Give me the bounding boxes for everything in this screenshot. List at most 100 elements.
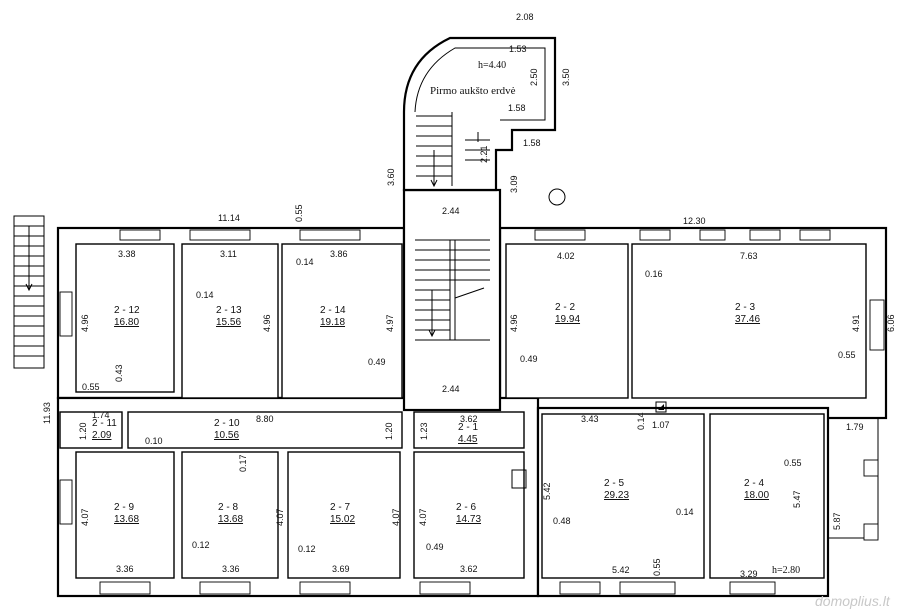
room-labels: 2 - 12 16.80 2 - 13 15.56 2 - 14 19.18 2… <box>92 302 769 525</box>
room-area: 18.00 <box>744 490 769 501</box>
dimension: 0.48 <box>553 516 571 526</box>
dimension: 0.14 <box>196 290 214 300</box>
dimension: 0.17 <box>238 454 248 472</box>
dimension: 3.11 <box>220 249 237 259</box>
room-area: 13.68 <box>114 514 139 525</box>
dimension: 5.42 <box>612 565 630 575</box>
dimension: 0.55 <box>652 558 662 576</box>
dimension: 4.96 <box>80 314 90 332</box>
dimension: 6.06 <box>886 314 896 332</box>
central-stair <box>415 239 490 341</box>
room-label: 2 - 7 <box>330 502 350 513</box>
dimension: 0.10 <box>145 436 163 446</box>
dimension: 3.38 <box>118 249 136 259</box>
room-label: 2 - 9 <box>114 502 134 513</box>
dimension: 7.63 <box>740 251 758 261</box>
dimension: 1.07 <box>652 420 670 430</box>
dimension: 12.30 <box>683 216 706 226</box>
dimension: 3.62 <box>460 414 478 424</box>
dimension: 2.44 <box>442 206 460 216</box>
stair-height-label: h=4.40 <box>478 60 506 71</box>
dimension: 0.12 <box>298 544 316 554</box>
dimension: 0.49 <box>368 357 386 367</box>
interior-rooms <box>59 243 867 579</box>
dimension: 3.69 <box>332 564 350 574</box>
dimension: 0.49 <box>520 354 538 364</box>
room-area: 19.94 <box>555 314 580 325</box>
room-label: 2 - 12 <box>114 305 140 316</box>
dimension: 11.93 <box>42 402 52 424</box>
exterior-stair-left <box>13 215 45 369</box>
room-area: 15.56 <box>216 317 241 328</box>
dimension: 3.29 <box>740 569 758 579</box>
dimension: 4.07 <box>275 508 285 526</box>
dimension: 2.08 <box>516 12 534 22</box>
dimension: 0.16 <box>645 269 663 279</box>
room-label: 2 - 8 <box>218 502 238 513</box>
dimension: 3.86 <box>330 249 348 259</box>
dimension: 5.87 <box>832 512 842 530</box>
room-label: 2 - 13 <box>216 305 242 316</box>
dimension: 4.97 <box>385 314 395 332</box>
dimension: 0.14 <box>296 257 314 267</box>
room-label: 2 - 1 <box>458 422 478 433</box>
room-area: 16.80 <box>114 317 139 328</box>
dimension: 0.14 <box>636 412 646 430</box>
room-label: 2 - 10 <box>214 418 240 429</box>
dimension: 3.62 <box>460 564 478 574</box>
room-area: 37.46 <box>735 314 760 325</box>
room-label: 2 - 3 <box>735 302 755 313</box>
dimension-labels: 2.08 1.53 2.50 3.50 1.58 1.58 2.21 3.60 … <box>42 12 896 579</box>
dimension: 4.07 <box>418 508 428 526</box>
room-area: 13.68 <box>218 514 243 525</box>
dimension: 1.74 <box>92 410 110 420</box>
room-label: 2 - 4 <box>744 478 764 489</box>
dimension: 0.49 <box>426 542 444 552</box>
dimension: 11.14 <box>218 213 240 223</box>
room-area: 14.73 <box>456 514 481 525</box>
dimension: 1.23 <box>419 422 429 440</box>
dimension: 1.53 <box>509 44 527 54</box>
dimension: 0.55 <box>838 350 856 360</box>
room-label: 2 - 14 <box>320 305 346 316</box>
dimension: 1.20 <box>384 422 394 440</box>
room-label: 2 - 6 <box>456 502 476 513</box>
room-area: 19.18 <box>320 317 345 328</box>
dimension: 0.55 <box>82 382 100 392</box>
dimension: 3.09 <box>509 175 519 193</box>
dimension: 0.43 <box>114 364 124 382</box>
dimension: 1.58 <box>523 138 541 148</box>
room-area: 15.02 <box>330 514 355 525</box>
dimension: 5.42 <box>542 482 552 500</box>
dimension: 4.96 <box>509 314 519 332</box>
dimension: 3.36 <box>222 564 240 574</box>
dimension: 0.12 <box>192 540 210 550</box>
room-label: 2 - 5 <box>604 478 624 489</box>
dimension: 4.96 <box>262 314 272 332</box>
dimension: 2.21 <box>479 145 489 163</box>
dimension: 5.47 <box>792 490 802 508</box>
entrance-tower <box>402 36 557 192</box>
dimension: 3.36 <box>116 564 134 574</box>
room-area: 2.09 <box>92 430 112 441</box>
room-area: 4.45 <box>458 434 478 445</box>
dimension: 1.79 <box>846 422 864 432</box>
dimension: 4.07 <box>391 508 401 526</box>
floor-height-label: h=2.80 <box>772 565 800 576</box>
room-area: 29.23 <box>604 490 629 501</box>
room-label: 2 - 11 <box>92 418 117 429</box>
watermark: domoplius.lt <box>815 593 891 609</box>
windows <box>59 229 885 595</box>
dimension: 2.44 <box>442 384 460 394</box>
dimension: 4.02 <box>557 251 575 261</box>
dimension: 1.20 <box>78 422 88 440</box>
room-label: 2 - 2 <box>555 302 575 313</box>
dimension: 0.55 <box>784 458 802 468</box>
plan-title: Pirmo aukšto erdvė <box>430 85 516 97</box>
dimension: 3.50 <box>561 68 571 86</box>
dimension: 8.80 <box>256 414 274 424</box>
dimension: 4.91 <box>851 314 861 332</box>
dimension: 0.14 <box>676 507 694 517</box>
dimension: 4.07 <box>80 508 90 526</box>
